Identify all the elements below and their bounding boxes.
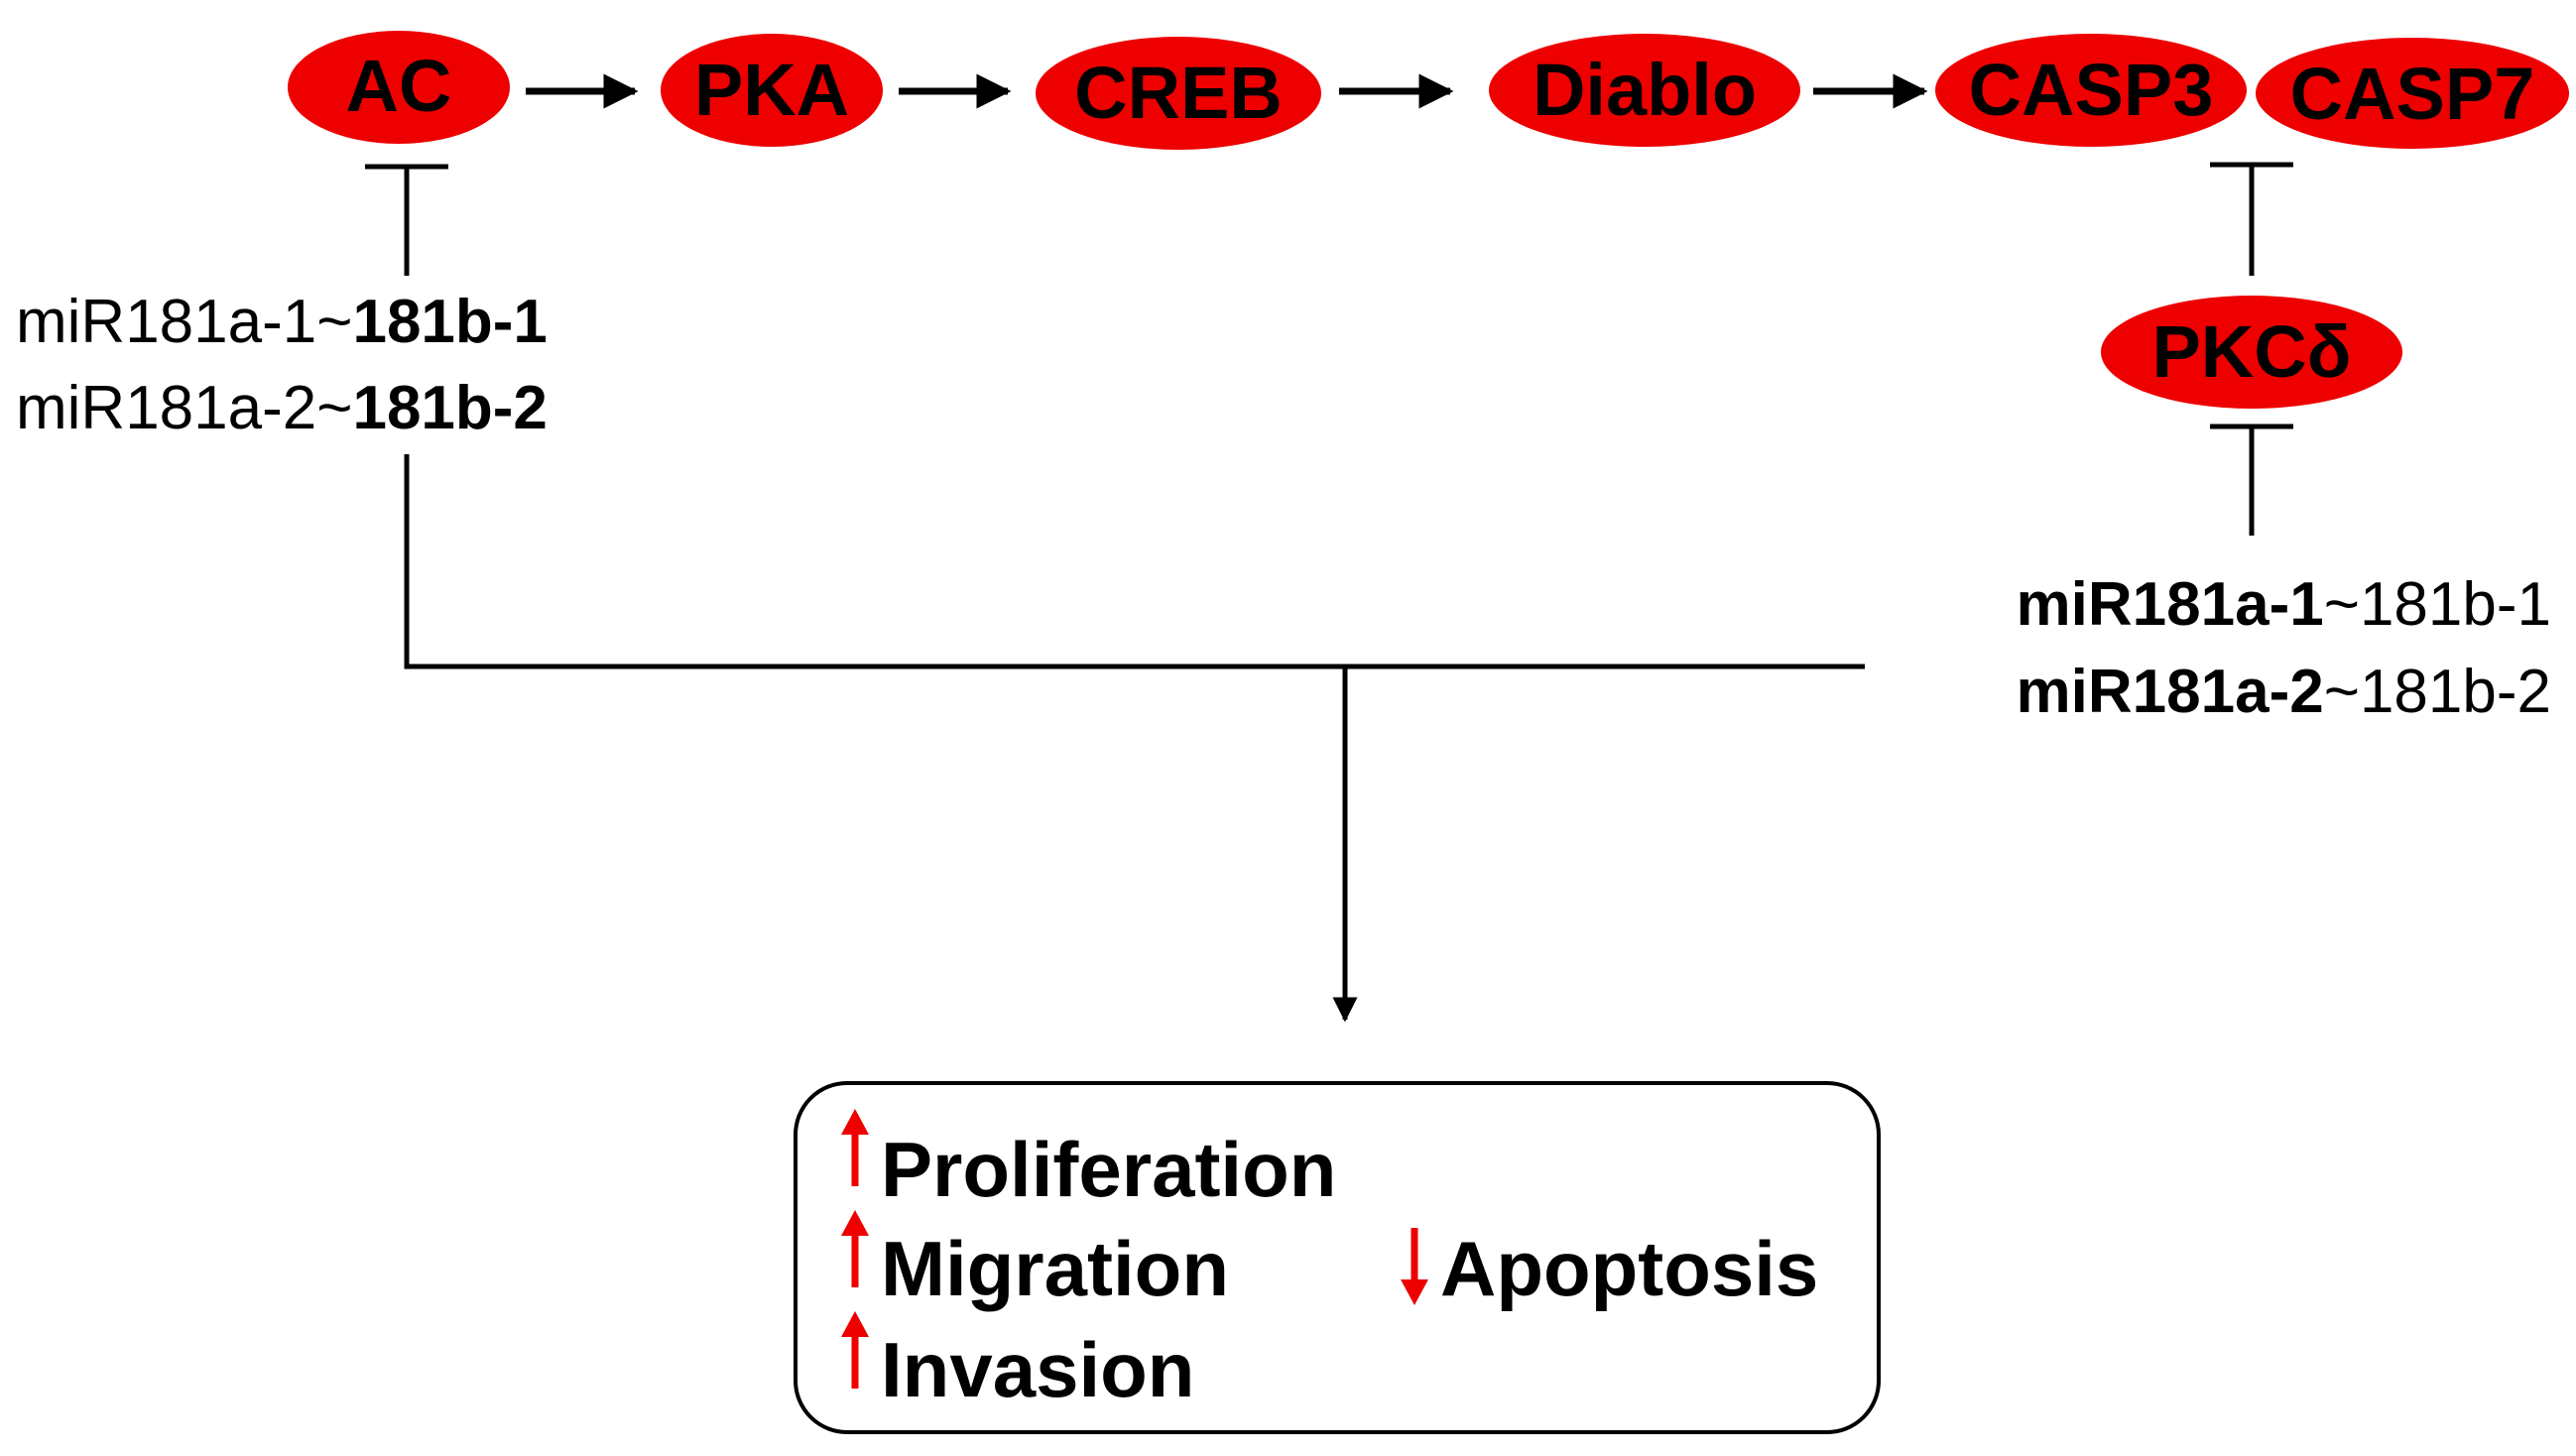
up-arrow-head	[841, 1109, 869, 1135]
node-casp7-label: CASP7	[2290, 53, 2535, 135]
mir-right-line2-bold: miR181a-2	[2017, 658, 2324, 726]
node-casp3-shape	[1935, 34, 2247, 147]
node-casp3: CASP3	[1935, 34, 2247, 147]
up-arrow-icon	[841, 1311, 869, 1389]
node-pka-label: PKA	[694, 49, 849, 131]
outcome-invasion: Invasion	[841, 1311, 1194, 1413]
outcome-proliferation: Proliferation	[841, 1109, 1336, 1213]
inhibition-mir-to-pkcd	[2210, 424, 2293, 536]
node-creb: CREB	[1036, 37, 1321, 150]
mir-left-line1: miR181a-1~181b-1	[16, 288, 548, 356]
mir-left-line2: miR181a-2~181b-2	[16, 374, 548, 442]
up-arrow-head	[841, 1311, 869, 1337]
outcome-invasion-label: Invasion	[881, 1326, 1194, 1413]
up-arrow-icon	[841, 1109, 869, 1186]
up-arrow-icon	[841, 1210, 869, 1287]
mir-right-line1-suffix: ~181b-1	[2324, 570, 2551, 639]
node-creb-label: CREB	[1074, 52, 1283, 134]
mir-right-line1: miR181a-1~181b-1	[2017, 570, 2551, 639]
connector-left-cluster	[404, 454, 1865, 669]
node-ac-label: AC	[346, 45, 452, 127]
node-creb-shape	[1036, 37, 1321, 150]
mir-right-line2-suffix: ~181b-2	[2324, 658, 2551, 726]
node-casp7: CASP7	[2256, 38, 2569, 149]
node-pka-shape	[661, 34, 883, 147]
inhibition-pkcd-to-casp	[2210, 162, 2293, 276]
mir-left-line1-bold: 181b-1	[352, 288, 547, 356]
node-ac: AC	[288, 31, 510, 144]
inhibition-mir-to-ac	[365, 164, 448, 276]
down-arrow-icon	[1401, 1228, 1428, 1305]
mir-left-line1-prefix: miR181a-1~	[16, 288, 352, 356]
node-pkcd-label: PKCδ	[2151, 310, 2351, 393]
outcome-migration: Migration	[841, 1210, 1229, 1312]
node-ac-shape	[288, 31, 510, 144]
node-pkcd: PKCδ	[2101, 296, 2402, 409]
node-casp3-label: CASP3	[1969, 49, 2214, 131]
node-diablo: Diablo	[1489, 34, 1800, 147]
node-casp7-shape	[2256, 38, 2569, 149]
mir-left-line2-bold: 181b-2	[352, 374, 547, 442]
outcome-migration-label: Migration	[881, 1225, 1229, 1312]
node-pka: PKA	[661, 34, 883, 147]
mir-left-line2-prefix: miR181a-2~	[16, 374, 352, 442]
outcome-apoptosis-label: Apoptosis	[1440, 1225, 1818, 1312]
mir-right-line2: miR181a-2~181b-2	[2017, 658, 2551, 726]
node-diablo-label: Diablo	[1533, 49, 1757, 131]
node-diablo-shape	[1489, 34, 1800, 147]
down-arrow-head	[1401, 1279, 1428, 1305]
mir-right-line1-bold: miR181a-1	[2017, 570, 2324, 639]
node-pkcd-shape	[2101, 296, 2402, 409]
outcome-apoptosis: Apoptosis	[1401, 1225, 1818, 1312]
outcome-proliferation-label: Proliferation	[881, 1126, 1336, 1213]
up-arrow-head	[841, 1210, 869, 1236]
outcome-box	[794, 1081, 1881, 1434]
